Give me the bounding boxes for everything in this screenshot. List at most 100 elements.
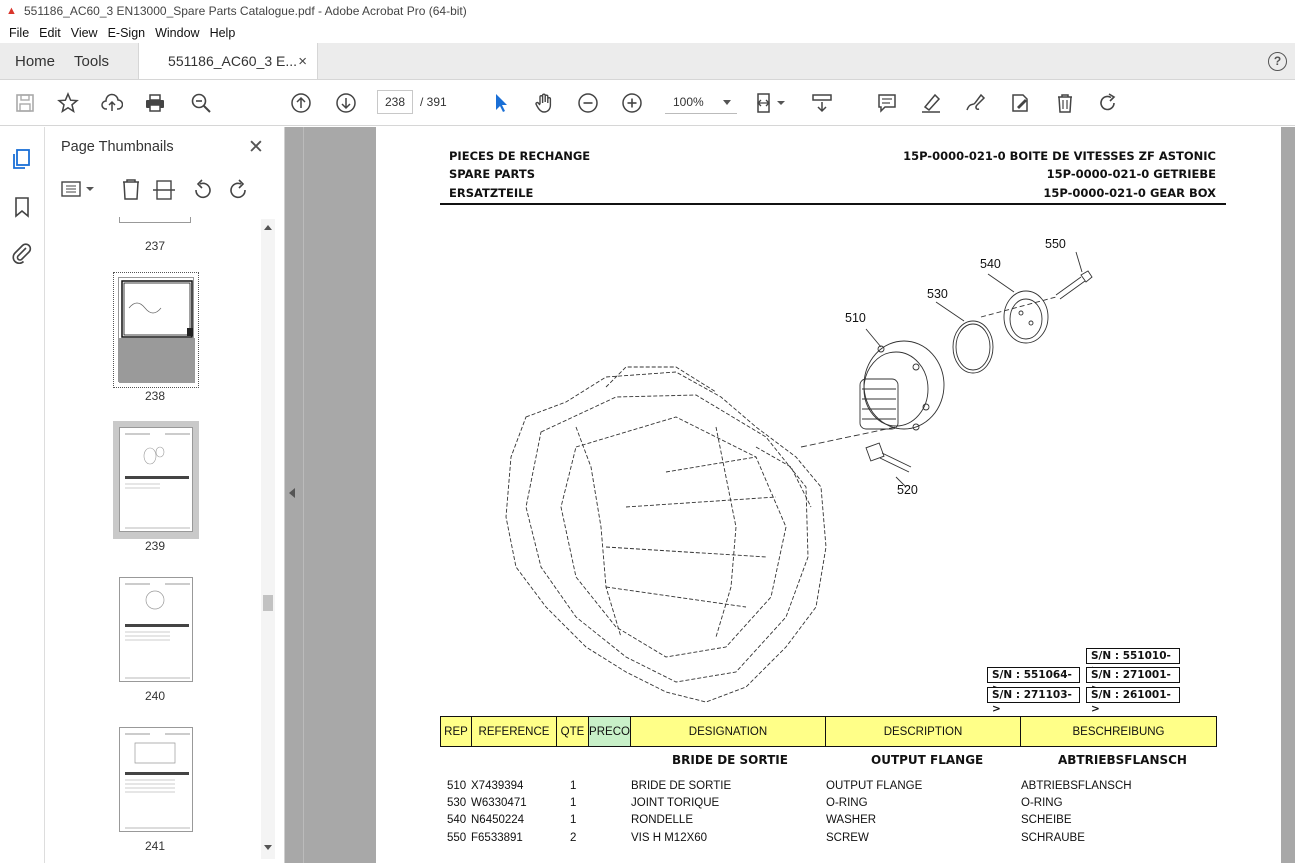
page-total: / 391	[420, 95, 447, 109]
serial-box: S/N : 551064->	[987, 667, 1080, 695]
table-row: 510 X7439394 1 BRIDE DE SORTIE OUTPUT FL…	[440, 780, 1220, 797]
cell-designation: VIS H M12X60	[631, 832, 708, 844]
thumbnail-page[interactable]	[119, 217, 191, 223]
select-cursor-icon[interactable]	[490, 92, 512, 114]
group-title-en: OUTPUT FLANGE	[871, 753, 984, 767]
header-left-en: SPARE PARTS	[449, 167, 536, 181]
delete-icon[interactable]	[1054, 92, 1076, 114]
zoom-level-value: 100%	[673, 95, 704, 109]
zoom-out-icon[interactable]	[577, 92, 599, 114]
tab-close-icon[interactable]: ×	[298, 52, 308, 70]
thumbnail-page[interactable]	[119, 577, 193, 682]
thumbnail-scrollbar[interactable]	[261, 219, 275, 859]
delete-page-icon[interactable]	[123, 179, 139, 200]
toolbar	[0, 80, 1295, 126]
menu-window[interactable]: Window	[155, 25, 200, 40]
header-right-fr: 15P-0000-021-0 BOITE DE VITESSES ZF ASTO…	[903, 149, 1216, 163]
tab-document[interactable]: 551186_AC60_3 E... ×	[138, 43, 319, 79]
cell-qte: 1	[570, 814, 577, 826]
menu-help[interactable]: Help	[209, 25, 236, 40]
cell-qte: 2	[570, 832, 577, 844]
comment-icon[interactable]	[876, 92, 898, 114]
bookmarks-icon[interactable]	[10, 195, 34, 219]
group-title-de: ABTRIEBSFLANSCH	[1058, 753, 1187, 767]
fill-sign-icon[interactable]	[1009, 92, 1031, 114]
next-page-icon[interactable]	[335, 92, 357, 114]
parts-table-header: REP REFERENCE QTE PRECO DESIGNATION DESC…	[440, 716, 1217, 747]
thumbnail-label: 240	[144, 689, 166, 703]
highlight-pen-icon[interactable]	[920, 92, 942, 114]
menu-edit[interactable]: Edit	[39, 25, 61, 40]
sign-icon[interactable]	[964, 92, 986, 114]
tab-tools[interactable]: Tools	[74, 52, 110, 70]
serial-box: S/N : 271103->	[987, 687, 1080, 715]
save-icon[interactable]	[14, 92, 36, 114]
hand-tool-icon[interactable]	[533, 92, 555, 114]
window-title: 551186_AC60_3 EN13000_Spare Parts Catalo…	[24, 4, 467, 18]
serial-box: S/N : 261001->	[1086, 687, 1180, 715]
cell-designation: BRIDE DE SORTIE	[631, 780, 732, 792]
rotate-left-icon[interactable]	[195, 179, 211, 199]
callout-520: 520	[897, 483, 918, 497]
menu-view[interactable]: View	[70, 25, 98, 40]
redo-icon[interactable]	[1097, 92, 1119, 114]
scroll-down-icon[interactable]	[264, 845, 272, 850]
zoom-in-icon[interactable]	[621, 92, 643, 114]
menu-esign[interactable]: E-Sign	[107, 25, 146, 40]
header-right-en: 15P-0000-021-0 GEAR BOX	[1043, 186, 1216, 200]
extract-page-icon[interactable]	[153, 180, 175, 200]
upload-cloud-icon[interactable]	[101, 92, 123, 114]
cell-rep: 550	[447, 832, 467, 844]
acrobat-icon: ▲	[6, 5, 17, 17]
tab-home[interactable]: Home	[15, 52, 56, 70]
scroll-up-icon[interactable]	[264, 225, 272, 230]
cell-reference: N6450224	[471, 814, 525, 826]
table-row: 540 N6450224 1 RONDELLE WASHER SCHEIBE	[440, 814, 1220, 831]
header-right-de: 15P-0000-021-0 GETRIEBE	[1046, 167, 1216, 181]
scrollbar-thumb[interactable]	[263, 595, 273, 611]
header-left-fr: PIECES DE RECHANGE	[449, 149, 591, 163]
zoom-search-icon[interactable]	[190, 92, 212, 114]
callout-530: 530	[927, 287, 948, 301]
attachments-icon[interactable]	[10, 241, 34, 265]
col-rep: REP	[441, 717, 472, 746]
callout-510: 510	[845, 311, 866, 325]
zoom-level-select[interactable]: 100%	[665, 90, 737, 114]
col-reference: REFERENCE	[472, 717, 557, 746]
callout-550: 550	[1045, 237, 1066, 251]
thumbnail-page[interactable]	[119, 727, 193, 832]
cell-designation: RONDELLE	[631, 814, 693, 826]
print-icon[interactable]	[144, 92, 166, 114]
cell-description: O-RING	[826, 797, 868, 809]
serial-box: S/N : 551010->	[1086, 648, 1180, 676]
menu-file[interactable]: File	[9, 25, 30, 40]
options-menu-icon[interactable]	[61, 181, 94, 197]
scroll-mode-icon[interactable]	[811, 92, 833, 114]
panel-toolbar	[61, 177, 261, 203]
exploded-parts-drawing	[505, 251, 1093, 703]
thumbnail-page[interactable]	[119, 427, 193, 532]
thumbnail-label: 238	[144, 389, 166, 403]
thumbnail-label: 237	[144, 239, 166, 253]
panel-title: Page Thumbnails	[61, 139, 174, 155]
page-fit-icon[interactable]	[755, 92, 777, 114]
cell-reference: W6330471	[471, 797, 527, 809]
chevron-down-icon[interactable]	[776, 92, 786, 114]
collapse-panel-icon[interactable]	[289, 488, 295, 498]
title-bar: ▲ 551186_AC60_3 EN13000_Spare Parts Cata…	[0, 0, 1295, 22]
cell-reference: X7439394	[471, 780, 524, 792]
cell-designation: JOINT TORIQUE	[631, 797, 720, 809]
bookmark-star-icon[interactable]	[57, 92, 79, 114]
page-number-input[interactable]: 238	[377, 90, 413, 114]
col-preco: PRECO	[589, 717, 631, 746]
rotate-right-icon[interactable]	[230, 179, 246, 199]
cell-beschreibung: SCHRAUBE	[1021, 832, 1085, 844]
page-thumbnails-icon[interactable]	[10, 147, 34, 171]
cell-description: OUTPUT FLANGE	[826, 780, 923, 792]
previous-page-icon[interactable]	[290, 92, 312, 114]
tab-bar: Home Tools 551186_AC60_3 E... × ?	[0, 43, 1295, 80]
help-icon[interactable]: ?	[1268, 52, 1287, 71]
thumbnail-list: 237 238	[45, 217, 275, 857]
thumbnail-page[interactable]	[118, 277, 195, 383]
panel-close-icon[interactable]: ✕	[248, 137, 264, 158]
